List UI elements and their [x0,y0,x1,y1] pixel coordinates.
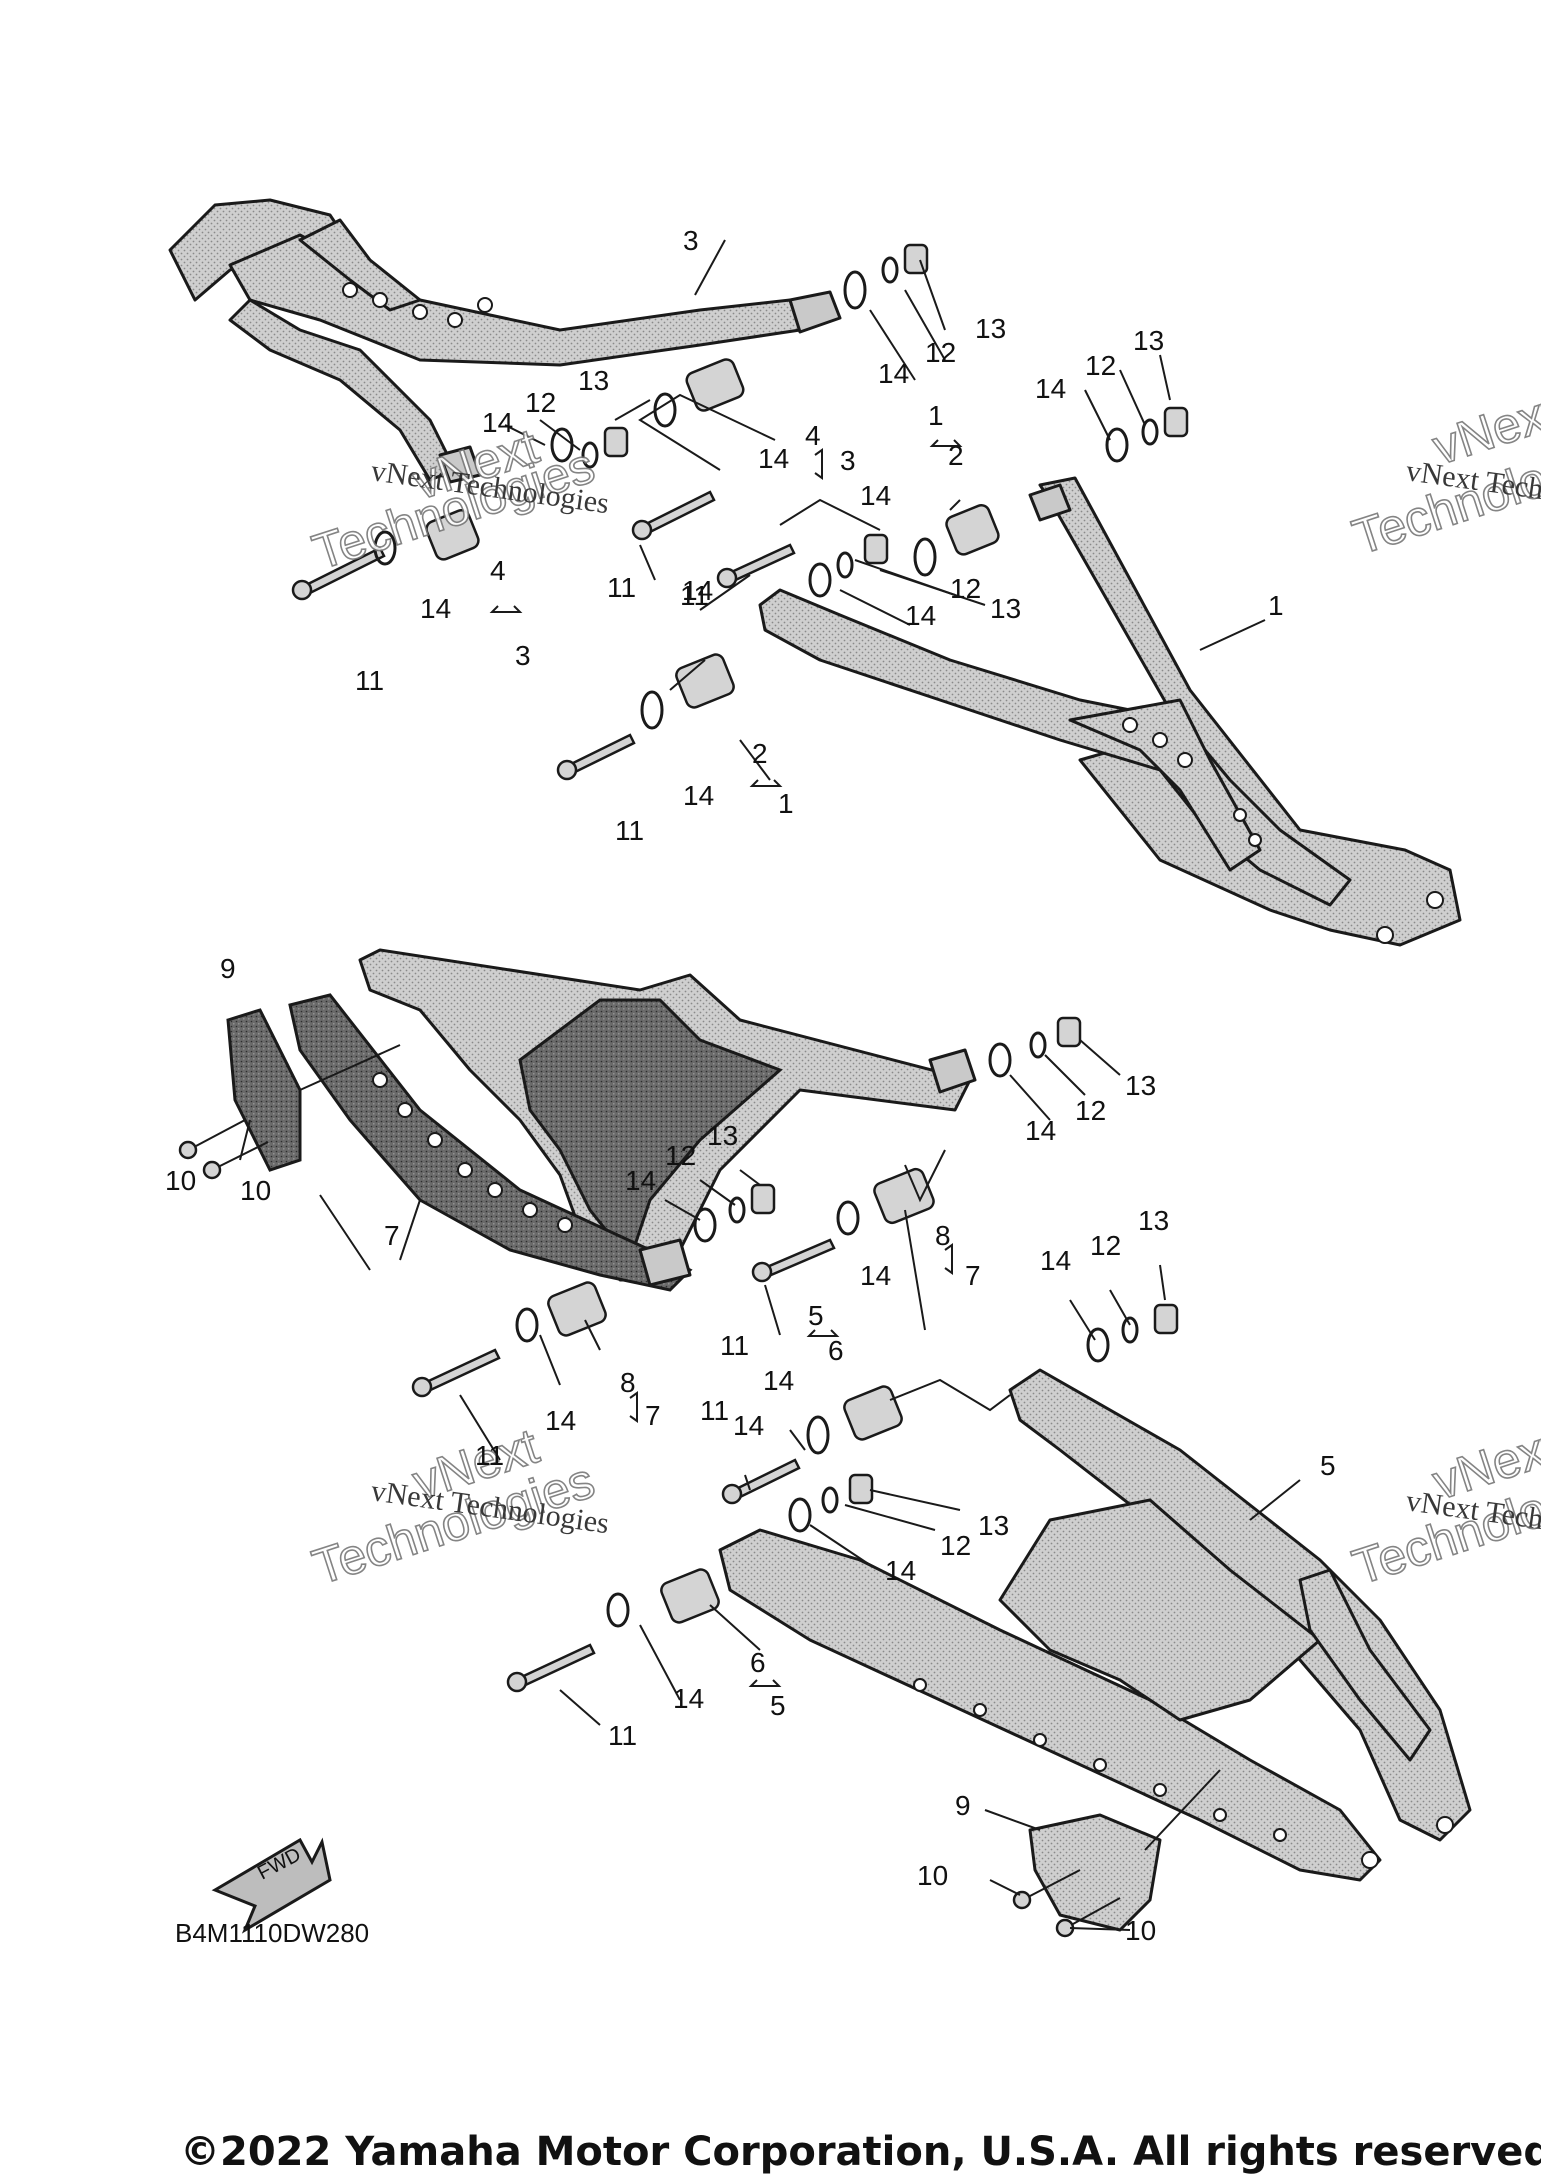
callout: 14 [733,1410,764,1441]
callout: 10 [917,1860,948,1891]
callout: 5 [1320,1450,1336,1481]
callout: 14 [673,1683,704,1714]
callout: 12 [940,1530,971,1561]
callout: 10 [165,1165,196,1196]
callout: 13 [578,365,609,396]
callout: 14 [758,443,789,474]
callout: 7 [965,1260,981,1291]
callout: 3 [683,225,699,256]
callout: 14 [482,407,513,438]
callout: 13 [990,593,1021,624]
callout: 11 [608,1720,637,1751]
callout: 14 [860,1260,891,1291]
callout: 14 [1035,373,1066,404]
callout: 14 [1025,1115,1056,1146]
callout: 3 [840,445,856,476]
callout: 12 [950,573,981,604]
callout: 12 [665,1140,696,1171]
callout: 1 [778,788,794,819]
callout: 1 [928,400,944,431]
callout: 6 [750,1647,766,1678]
callout: 2 [948,440,964,471]
callout: 1 [1268,590,1284,621]
callout: 7 [645,1400,661,1431]
callout: 12 [1090,1230,1121,1261]
callout: 4 [490,555,506,586]
callout: 14 [905,600,936,631]
callout: 14 [682,575,713,606]
guard-9-upper [226,1008,401,1172]
callout: 6 [828,1335,844,1366]
leader-lines [239,239,1301,1931]
callout: 11 [700,1395,729,1426]
callout: 11 [615,815,644,846]
callout: 12 [925,337,956,368]
bushings [425,358,1000,1624]
collars-12 [581,256,1159,1514]
callout: 10 [240,1175,271,1206]
callout: 13 [1138,1205,1169,1236]
callout: 14 [545,1405,576,1436]
callout: 13 [1133,325,1164,356]
callout: 12 [525,387,556,418]
callout: 5 [770,1690,786,1721]
callout: 8 [620,1367,636,1398]
callout: 12 [1085,350,1116,381]
callout: 14 [420,593,451,624]
callout: 12 [1075,1095,1106,1126]
callouts: 3 13 12 14 13 12 14 4 3 14 13 12 14 1 2 … [165,225,1336,1946]
lower-rear-arm-5 [718,1368,1472,1882]
callout: 11 [607,572,636,603]
callout: 14 [683,780,714,811]
bolts-11 [291,490,836,1693]
callout: 4 [805,420,821,451]
callout: 10 [1125,1915,1156,1946]
screws-10 [178,1119,1121,1938]
callout: 9 [955,1790,971,1821]
callout: 9 [220,953,236,984]
callout: 11 [680,580,709,611]
callout: 14 [763,1365,794,1396]
callout: 14 [860,480,891,511]
callout: 14 [625,1165,656,1196]
callout: 8 [935,1220,951,1251]
nuts-13 [603,243,1189,1505]
diagram-code: B4M1110DW280 [175,1918,369,1948]
callout: 13 [1125,1070,1156,1101]
upper-front-arm-3 [168,198,842,484]
guard-9-lower [1028,1769,1221,1932]
callout: 11 [720,1330,749,1361]
lower-front-arm-1 [758,476,1462,947]
callout: 13 [978,1510,1009,1541]
callout: 14 [878,358,909,389]
callout: 14 [1040,1245,1071,1276]
upper-rear-arm-7 [288,948,977,1292]
callout: 3 [515,640,531,671]
callout: 7 [384,1220,400,1251]
callout: 11 [475,1440,504,1471]
callout: 14 [885,1555,916,1586]
callout: 11 [355,665,384,696]
callout: 13 [975,313,1006,344]
callout: 2 [752,738,768,769]
forward-arrow-icon: FWD [211,1837,332,1934]
copyright-notice: ©2022 Yamaha Motor Corporation, U.S.A. A… [180,2129,1541,2175]
callout: 13 [707,1120,738,1151]
callout: 5 [808,1300,824,1331]
